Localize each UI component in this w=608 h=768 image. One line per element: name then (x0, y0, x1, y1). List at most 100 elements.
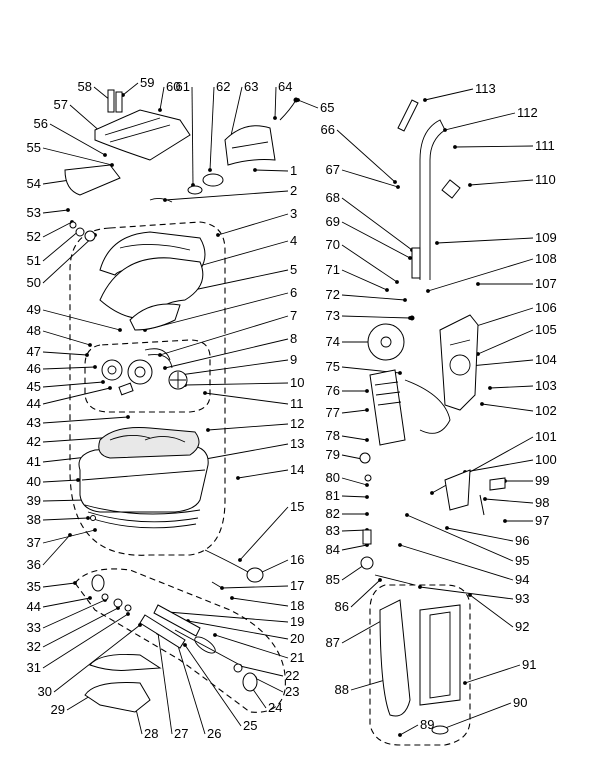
callout-label-43: 43 (27, 415, 41, 430)
leader-dot-70 (395, 280, 399, 284)
leader-line-105 (477, 329, 534, 355)
leader-dot-21 (213, 633, 217, 637)
callout-label-29: 29 (51, 702, 65, 717)
callout-label-86: 86 (335, 599, 349, 614)
leader-line-106 (469, 307, 534, 329)
leader-line-66 (336, 129, 396, 183)
callout-label-23: 23 (285, 684, 299, 699)
callout-label-66: 66 (321, 122, 335, 137)
leader-line-44 (42, 597, 91, 608)
callout-label-4: 4 (290, 233, 297, 248)
leader-dot-64 (273, 116, 277, 120)
leader-dot-66 (393, 180, 397, 184)
callout-label-73: 73 (326, 308, 340, 323)
leader-dot-77 (365, 408, 369, 412)
leader-dot-92 (468, 593, 472, 597)
leader-line-1 (254, 169, 289, 172)
callout-label-113: 113 (475, 81, 496, 96)
callout-label-12: 12 (290, 416, 304, 431)
callout-label-41: 41 (27, 454, 41, 469)
callout-label-107: 107 (535, 276, 557, 291)
callout-label-92: 92 (515, 619, 529, 634)
leader-line-2 (164, 190, 289, 201)
leader-dot-44 (88, 596, 92, 600)
leader-line-58 (93, 86, 111, 101)
callout-label-91: 91 (522, 657, 536, 672)
leader-line-71 (341, 269, 388, 291)
leader-line-93 (419, 586, 514, 600)
leader-line-12 (207, 423, 289, 431)
leader-dot-1 (253, 168, 257, 172)
leader-line-13 (199, 443, 289, 461)
callout-label-55: 55 (27, 140, 41, 155)
callout-label-46: 46 (27, 361, 41, 376)
callout-label-25: 25 (243, 718, 257, 733)
callout-label-93: 93 (515, 591, 529, 606)
leader-dot-78 (365, 438, 369, 442)
callout-label-79: 79 (326, 447, 340, 462)
leader-dot-69 (408, 256, 412, 260)
leader-line-11 (204, 392, 289, 405)
leader-dot-45 (101, 380, 105, 384)
leader-dot-95 (405, 513, 409, 517)
callout-label-84: 84 (326, 542, 340, 557)
leader-line-8 (164, 338, 289, 369)
callout-label-13: 13 (290, 436, 304, 451)
callout-label-48: 48 (27, 323, 41, 338)
leader-dot-103 (488, 386, 492, 390)
leader-line-65 (297, 99, 319, 109)
leader-line-64 (274, 86, 277, 119)
leader-dot-56 (103, 153, 107, 157)
callout-label-68: 68 (326, 190, 340, 205)
callout-label-76: 76 (326, 383, 340, 398)
leader-line-67 (341, 169, 399, 188)
callout-label-33: 33 (27, 620, 41, 635)
callout-label-47: 47 (27, 344, 41, 359)
leader-line-63 (229, 86, 243, 141)
callout-label-81: 81 (326, 488, 340, 503)
leader-dot-76 (365, 389, 369, 393)
leader-dot-107 (476, 282, 480, 286)
leader-dot-25 (183, 643, 187, 647)
callout-label-18: 18 (290, 598, 304, 613)
leader-line-33 (42, 599, 106, 629)
callout-label-109: 109 (535, 230, 557, 245)
callout-label-38: 38 (27, 512, 41, 527)
leader-line-94 (399, 544, 514, 581)
leader-line-15 (239, 506, 289, 561)
callout-label-24: 24 (268, 700, 282, 715)
leader-dot-40 (76, 478, 80, 482)
leader-line-102 (481, 403, 534, 412)
leader-line-59 (122, 82, 139, 96)
leader-line-7 (159, 315, 289, 356)
leader-dot-48 (88, 343, 92, 347)
callout-label-10: 10 (290, 375, 304, 390)
leader-line-70 (341, 244, 398, 283)
callout-label-65: 65 (320, 100, 334, 115)
callout-label-78: 78 (326, 428, 340, 443)
leader-line-86 (350, 579, 381, 608)
callout-label-87: 87 (326, 635, 340, 650)
callout-label-75: 75 (326, 359, 340, 374)
handle-and-bag-assembly (359, 99, 506, 735)
leader-line-46 (42, 366, 96, 370)
leader-line-23 (254, 677, 284, 693)
leader-line-109 (436, 237, 534, 244)
leader-line-80 (341, 477, 368, 486)
callout-label-15: 15 (290, 499, 304, 514)
leader-dot-49 (118, 328, 122, 332)
leader-line-17 (221, 585, 289, 589)
leader-dot-71 (385, 288, 389, 292)
leader-dot-11 (203, 391, 207, 395)
callout-label-54: 54 (27, 176, 41, 191)
callout-label-2: 2 (290, 183, 297, 198)
callout-label-82: 82 (326, 506, 340, 521)
callout-label-63: 63 (244, 79, 258, 94)
leader-dot-37 (93, 528, 97, 532)
leader-line-100 (464, 459, 534, 473)
leader-line-36 (42, 534, 71, 566)
leader-dot-12 (206, 428, 210, 432)
leader-line-14 (237, 469, 289, 479)
callout-label-96: 96 (515, 533, 529, 548)
leader-dot-30 (138, 623, 142, 627)
